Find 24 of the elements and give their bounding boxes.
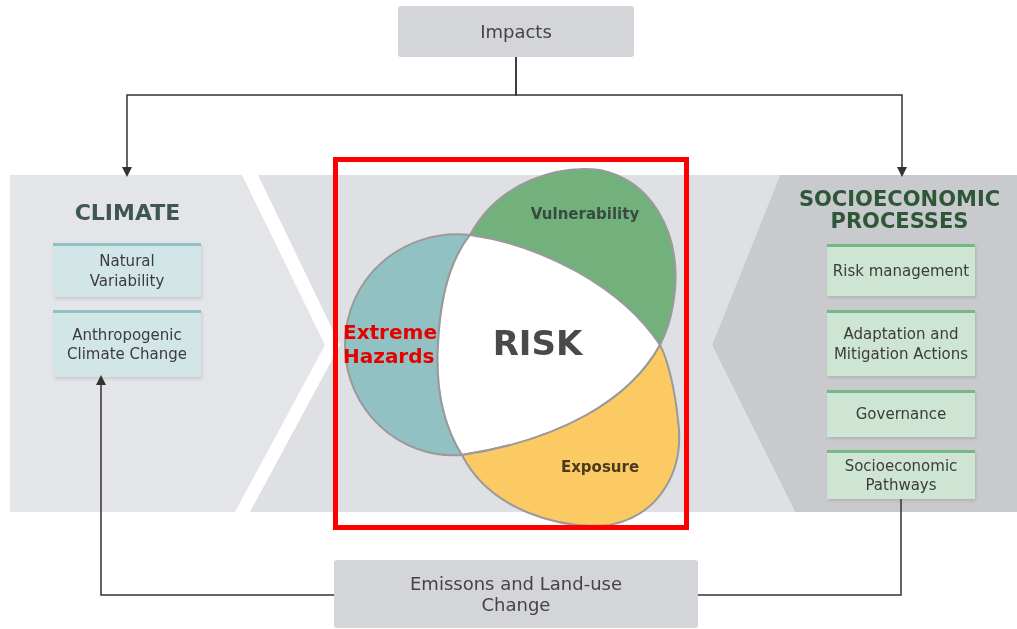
factor-box: [827, 390, 975, 437]
label-box: [334, 560, 698, 628]
section-heading: CLIMATE: [73, 200, 182, 227]
lobe-label: Vulnerability: [529, 205, 641, 223]
factor-label: Anthropogenic Climate Change: [66, 325, 188, 365]
factor-box: [53, 243, 201, 297]
factor-box: [53, 310, 201, 377]
factor-label: Adaptation and Mitigation Actions: [832, 325, 970, 364]
factor-label: Natural Variability: [88, 252, 166, 291]
factor-box: [827, 310, 975, 376]
factor-label: Governance: [855, 405, 947, 425]
box-label: Emissons and Land-use Change: [409, 573, 623, 615]
label-box: [398, 6, 634, 57]
factor-label: Risk management: [832, 261, 970, 282]
lobe-label: Exposure: [559, 458, 641, 476]
factor-label: Socioeconomic Pathways: [843, 456, 959, 496]
factor-box: [827, 244, 975, 296]
connector-arrow: [515, 56, 907, 177]
factor-box: [827, 450, 975, 499]
box-label: Impacts: [480, 21, 552, 42]
connector-arrow: [96, 375, 335, 596]
lobe-label: Extreme Hazards: [343, 320, 438, 368]
center-label: RISK: [491, 323, 584, 364]
section-heading: SOCIOECONOMIC PROCESSES: [797, 188, 1002, 233]
